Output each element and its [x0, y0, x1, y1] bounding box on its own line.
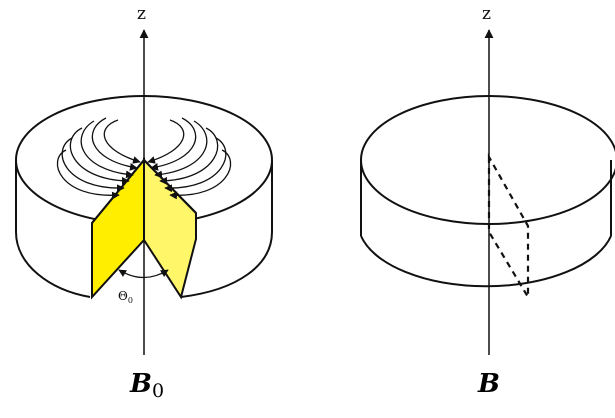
left-panel: z Θ0 B0 — [15, 4, 273, 402]
opening-angle-label: Θ0 — [118, 289, 133, 305]
left-z-label: z — [137, 4, 146, 24]
left-cylinder-left-wall — [15, 160, 91, 298]
right-panel: z B — [360, 4, 615, 399]
right-caption: B — [477, 369, 500, 399]
right-cylinder-bottom-arc — [360, 235, 612, 288]
field-lines-right — [147, 117, 232, 200]
left-cylinder-right-wall — [180, 160, 273, 298]
dashed-cut-outline — [487, 152, 530, 301]
field-lines-left — [56, 117, 141, 200]
opening-angle-arc — [118, 269, 169, 279]
left-caption: B0 — [129, 369, 164, 402]
right-z-label: z — [482, 4, 491, 24]
